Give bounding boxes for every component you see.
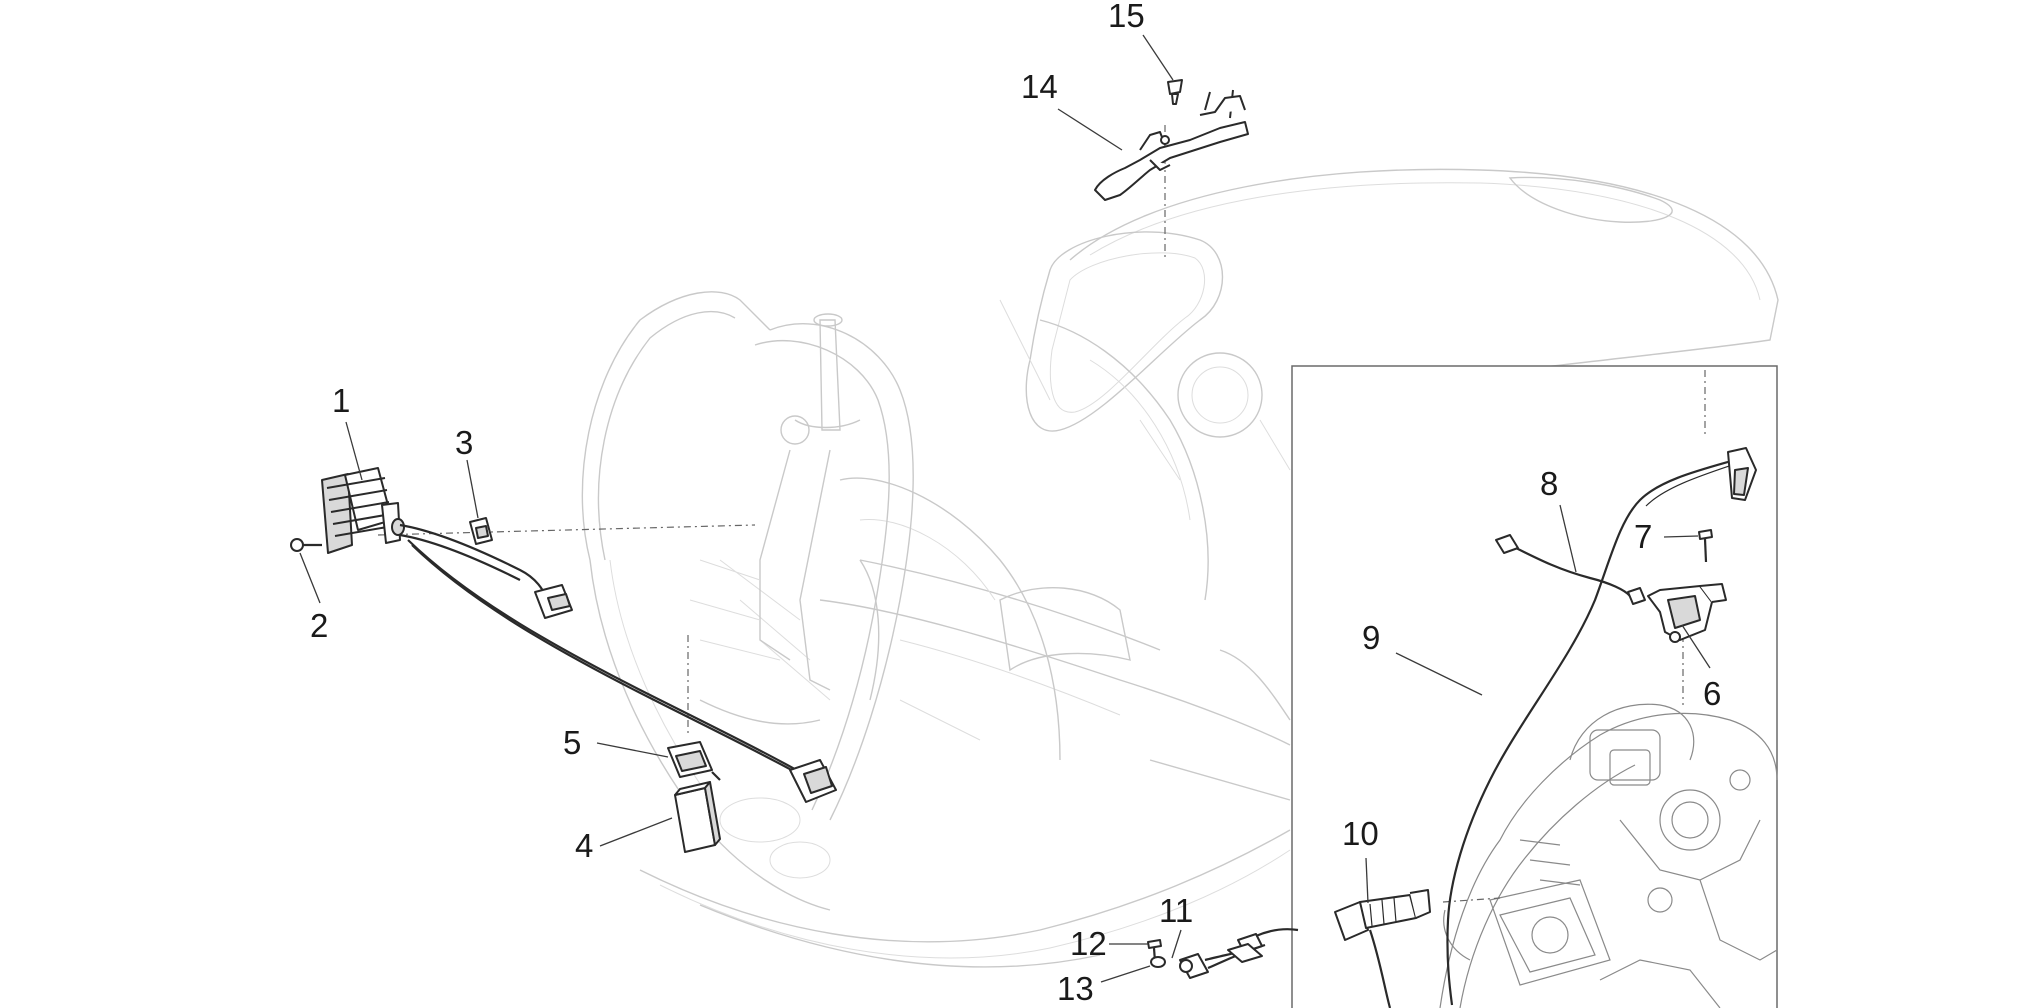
ignition-coil xyxy=(1647,583,1727,643)
callout-11: 11 xyxy=(1159,892,1193,929)
clip xyxy=(469,517,493,545)
callout-7: 7 xyxy=(1634,518,1652,555)
leg-shield-frame xyxy=(581,291,914,911)
callout-15: 15 xyxy=(1108,0,1145,34)
bracket xyxy=(1094,89,1249,201)
relay-holder xyxy=(667,741,721,781)
callout-9: 9 xyxy=(1362,619,1380,656)
callout-5: 5 xyxy=(563,724,581,761)
callout-12: 12 xyxy=(1070,925,1107,962)
relay xyxy=(674,781,721,853)
coil-screw xyxy=(1698,529,1713,563)
callout-1: 1 xyxy=(332,382,350,419)
callout-13: 13 xyxy=(1057,970,1094,1007)
callout-3: 3 xyxy=(455,424,473,461)
callout-10: 10 xyxy=(1342,815,1379,852)
spark-plug-cap xyxy=(1334,889,1431,1008)
voltage-regulator xyxy=(290,467,837,803)
callout-labels: 1 2 3 4 5 6 7 8 9 10 11 12 13 14 15 xyxy=(310,0,1721,1007)
scooter-frame xyxy=(639,168,1779,968)
callout-6: 6 xyxy=(1703,675,1721,712)
engine-block xyxy=(1439,703,1778,1008)
sensor-cable xyxy=(1179,928,1299,979)
callout-4: 4 xyxy=(575,827,593,864)
engine-inset-panel xyxy=(1291,365,1778,1008)
callout-14: 14 xyxy=(1021,68,1058,105)
callout-8: 8 xyxy=(1540,465,1558,502)
rivet xyxy=(1167,79,1183,105)
ht-cable xyxy=(1446,447,1757,1006)
wiring-cable-8 xyxy=(1495,534,1646,605)
leader-lines xyxy=(299,34,1711,983)
washer xyxy=(1150,956,1166,968)
callout-2: 2 xyxy=(310,607,328,644)
